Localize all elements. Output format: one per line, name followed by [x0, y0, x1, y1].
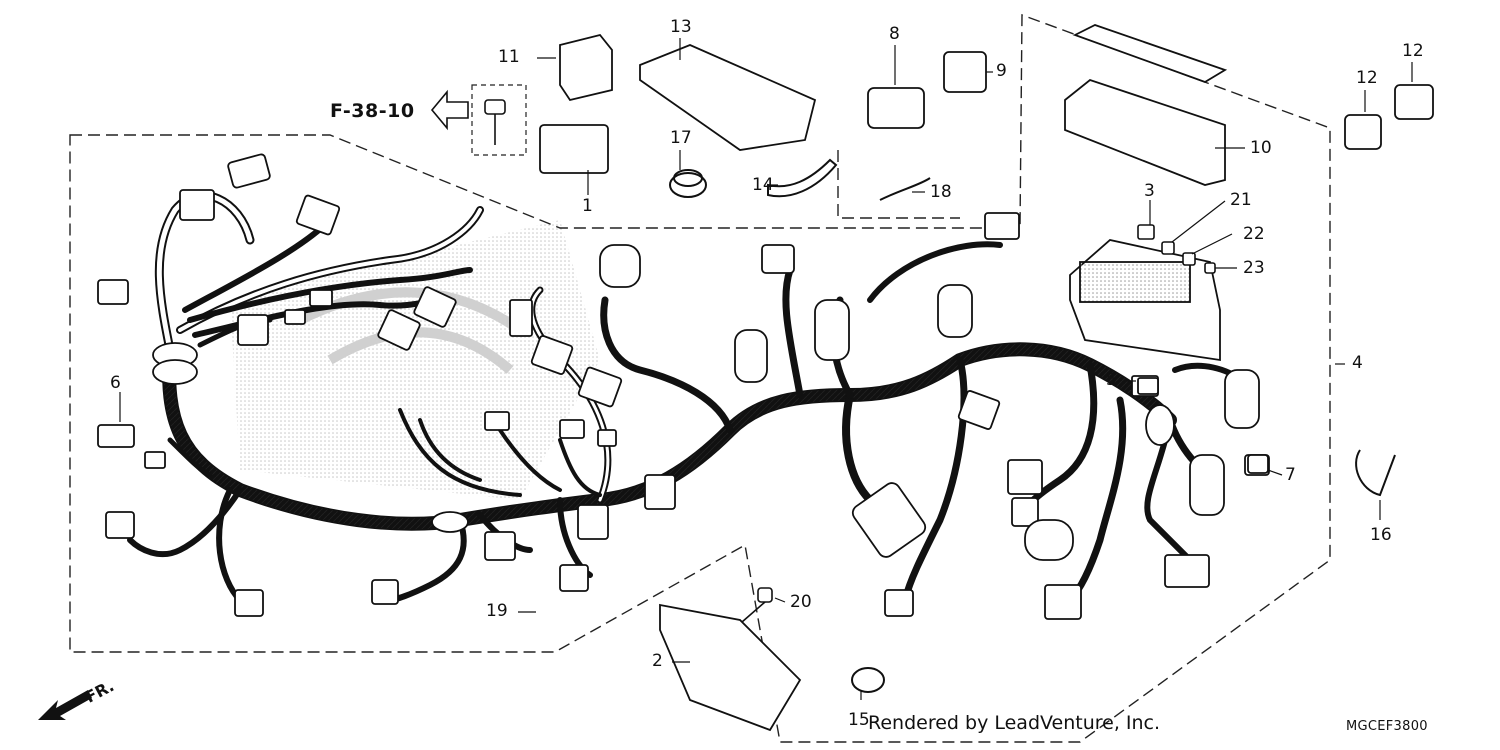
callout-22: 22	[1243, 224, 1265, 244]
callout-10: 10	[1250, 138, 1272, 158]
callout-3: 3	[1144, 181, 1155, 201]
callout-18: 18	[930, 182, 952, 202]
callout-11: 11	[498, 47, 520, 67]
credit-text: Rendered by LeadVenture, Inc.	[868, 712, 1161, 734]
connectors	[97, 153, 1270, 620]
callout-20: 20	[790, 592, 812, 612]
reference-link[interactable]: F-38-10	[330, 100, 415, 122]
callout-8: 8	[889, 24, 900, 44]
relay-subgroup-outline	[837, 150, 960, 219]
callout-1: 1	[582, 196, 593, 216]
bolts	[484, 99, 773, 623]
control-unit	[659, 603, 802, 732]
callout-5: 5	[1106, 370, 1117, 390]
cylinder-boots	[599, 244, 1260, 561]
front-arrow-icon	[38, 690, 92, 720]
callout-12b: 12	[1402, 41, 1424, 61]
callout-2: 2	[652, 651, 663, 671]
callout-23: 23	[1243, 258, 1265, 278]
callout-19: 19	[486, 601, 508, 621]
diagram-code: MGCEF3800	[1346, 719, 1428, 734]
callout-15: 15	[848, 710, 870, 730]
fuse-box	[1069, 239, 1221, 362]
fuses	[1137, 224, 1216, 274]
group-outlines	[69, 14, 1331, 743]
callout-13: 13	[670, 17, 692, 37]
reference-arrow-icon	[430, 89, 469, 131]
callout-9: 9	[996, 61, 1007, 81]
callout-21: 21	[1230, 190, 1252, 210]
leader-lines	[119, 38, 1413, 700]
callout-14: 14	[752, 175, 774, 195]
ecu-module	[639, 44, 817, 151]
callout-17: 17	[670, 128, 692, 148]
callout-4: 4	[1352, 353, 1363, 373]
callout-12a: 12	[1356, 68, 1378, 88]
relays	[539, 33, 1434, 474]
clamps-and-bands	[669, 158, 1396, 693]
fuse-box-cover	[1064, 24, 1228, 186]
callout-16: 16	[1370, 525, 1392, 545]
callout-6: 6	[110, 373, 121, 393]
bolt-detail-box	[471, 84, 527, 156]
grommets	[152, 342, 1175, 533]
callout-7: 7	[1285, 465, 1296, 485]
